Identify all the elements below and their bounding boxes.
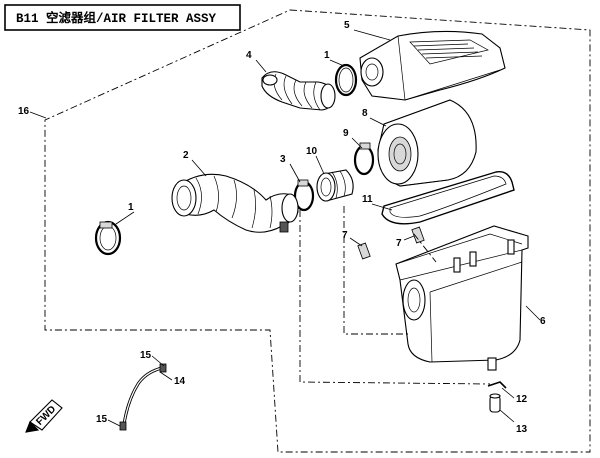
part-7-clips: [357, 226, 425, 260]
part-2-intake-hose: [171, 173, 299, 233]
callout-12: 12: [516, 394, 528, 405]
callout-9: 9: [343, 128, 349, 139]
part-10-coupling: [316, 169, 354, 202]
callout-6: 6: [540, 316, 546, 327]
part-3-clamp: [293, 179, 315, 212]
part-12-drain-clip: [487, 381, 507, 389]
callout-8: 8: [362, 108, 368, 119]
part-4-intake-bellows: [261, 71, 336, 111]
callout-5: 5: [344, 20, 350, 31]
callout-14: 14: [174, 376, 186, 387]
callout-labels: 1 5 4 8 9 10 3 2 1 11 7 7 6 12 13 14 15 …: [18, 20, 546, 435]
callout-3: 3: [280, 154, 286, 165]
part-9-clamp: [353, 142, 375, 176]
part-11-gasket: [381, 171, 515, 225]
callout-1-upper: 1: [324, 50, 330, 61]
callout-10: 10: [306, 146, 318, 157]
leader-lines: [29, 29, 541, 427]
callout-16: 16: [18, 106, 30, 117]
callout-2: 2: [183, 150, 189, 161]
part-6-airbox-housing: [395, 225, 529, 371]
forward-direction-badge: FWD: [25, 399, 63, 433]
title-block: B11 空滤器组/AIR FILTER ASSY: [4, 4, 241, 31]
callout-13: 13: [516, 424, 528, 435]
title-frame: [4, 4, 241, 31]
callout-1-lower: 1: [128, 202, 134, 213]
part-5-airbox-cover: [359, 30, 506, 101]
callout-11: 11: [362, 194, 373, 205]
callout-4: 4: [246, 50, 252, 61]
diagram-title: B11 空滤器组/AIR FILTER ASSY: [16, 10, 217, 26]
part-15-tube-clamps: [119, 363, 167, 431]
part-1-upper-hose-clamp: [334, 63, 358, 97]
callout-7-left: 7: [342, 230, 348, 241]
part-14-breather-tube: [122, 366, 163, 425]
callout-7-right: 7: [396, 238, 402, 249]
callout-15-upper: 15: [140, 350, 152, 361]
assembly-boundary: [44, 9, 591, 453]
part-1-lower-hose-clamp: [94, 220, 122, 256]
part-13-drain-plug: [489, 393, 501, 413]
callout-15-lower: 15: [96, 414, 108, 425]
part-8-filter-element: [377, 99, 477, 187]
